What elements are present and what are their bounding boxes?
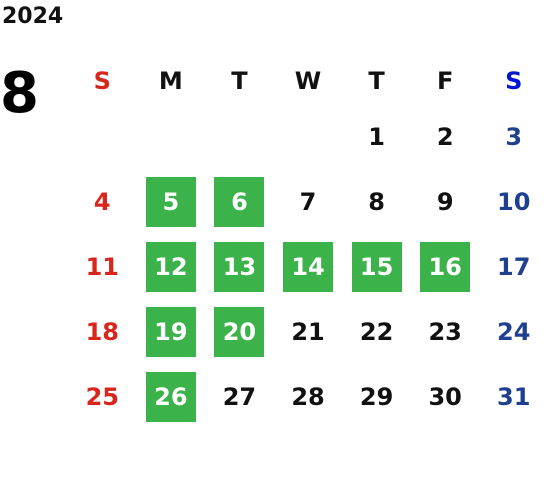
day-cell: 27 <box>222 382 257 411</box>
calendar-month: 8 <box>0 61 39 126</box>
day-cell: 9 <box>436 187 454 216</box>
weekday-tuesday: T <box>231 67 248 95</box>
weekday-header: S M T W T F S <box>68 58 548 104</box>
day-cell: 3 <box>505 122 523 151</box>
weekday-friday: F <box>436 67 454 95</box>
day-cell: 19 <box>137 306 206 357</box>
weekday-wednesday: W <box>294 67 322 95</box>
day-cell: 24 <box>497 317 531 346</box>
day-cell: 20 <box>205 306 274 357</box>
day-cell: 18 <box>85 317 119 346</box>
day-cell: 28 <box>291 382 325 411</box>
week-row-4: 18 19 20 21 22 23 24 <box>68 299 548 364</box>
day-cell: 21 <box>291 317 325 346</box>
day-cell: 8 <box>368 187 385 216</box>
day-cell: 17 <box>497 252 531 281</box>
day-cell: 25 <box>85 382 119 411</box>
week-row-3: 11 12 13 14 15 16 17 <box>68 234 548 299</box>
day-cell: 30 <box>428 382 462 411</box>
calendar-year: 2024 <box>2 4 64 29</box>
day-cell: 6 <box>205 176 274 227</box>
weekday-thursday: T <box>368 67 385 95</box>
week-row-2: 4 5 6 7 8 9 10 <box>68 169 548 234</box>
day-cell: 15 <box>342 241 411 292</box>
day-cell <box>274 112 343 162</box>
day-cell: 11 <box>85 252 119 281</box>
day-cell: 22 <box>359 317 394 346</box>
day-cell: 1 <box>368 122 385 151</box>
day-cell <box>68 112 137 162</box>
day-cell: 13 <box>205 241 274 292</box>
day-cell: 23 <box>428 317 462 346</box>
day-cell: 10 <box>497 187 531 216</box>
day-cell: 4 <box>93 187 111 216</box>
week-row-1: 1 2 3 <box>68 104 548 169</box>
day-cell: 2 <box>436 122 454 151</box>
day-cell: 26 <box>137 371 206 422</box>
day-cell: 29 <box>359 382 394 411</box>
day-cell: 16 <box>411 241 480 292</box>
day-cell <box>205 112 274 162</box>
weekday-monday: M <box>158 67 183 95</box>
week-row-5: 25 26 27 28 29 30 31 <box>68 364 548 429</box>
day-cell: 5 <box>137 176 206 227</box>
day-cell: 14 <box>274 241 343 292</box>
weekday-saturday: S <box>505 67 523 95</box>
day-cell <box>137 112 206 162</box>
day-cell: 7 <box>299 187 317 216</box>
calendar-grid: S M T W T F S 1 2 3 4 5 6 7 8 9 10 11 12… <box>68 58 548 429</box>
day-cell: 31 <box>497 382 531 411</box>
weekday-sunday: S <box>93 67 111 95</box>
day-cell: 12 <box>137 241 206 292</box>
